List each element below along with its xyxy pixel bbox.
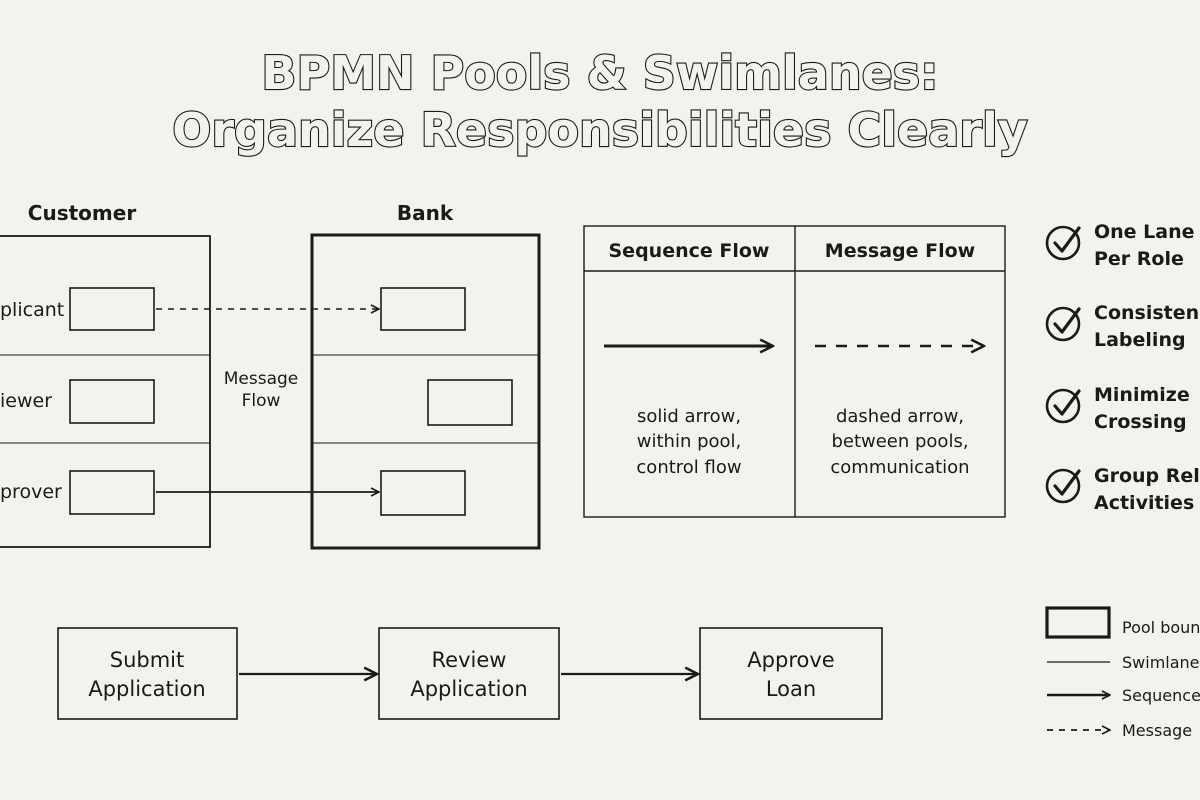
process-step-label: Application — [88, 677, 205, 701]
customer-pool-label: Customer — [28, 201, 137, 225]
tip-item: Minimize Crossing — [1045, 384, 1190, 433]
tips-list: One Lane Per Role Consisten Labeling Min… — [1045, 221, 1200, 514]
tip-line: Crossing — [1094, 411, 1187, 433]
tip-line: Labeling — [1094, 329, 1186, 351]
tip-item: One Lane Per Role — [1045, 221, 1195, 270]
page-title: BPMN Pools & Swimlanes: Organize Respons… — [171, 45, 1029, 158]
message-desc-line-1: dashed arrow, — [836, 406, 964, 427]
message-flow-header: Message Flow — [825, 240, 975, 262]
process-flow: Submit Application Review Application Ap… — [57, 627, 883, 720]
customer-pool: plicant iewer prover — [0, 235, 211, 548]
bank-pool-boundary — [310, 233, 541, 550]
sequence-desc-line-3: control flow — [636, 457, 741, 478]
legend-label: Sequence — [1122, 686, 1200, 705]
bank-pool — [310, 233, 541, 550]
tip-line: Per Role — [1094, 248, 1184, 270]
tip-line: Minimize — [1094, 384, 1190, 406]
process-step-approve — [699, 627, 883, 720]
tip-line: Consisten — [1094, 302, 1199, 324]
bank-task-3 — [380, 470, 466, 516]
customer-task-approver — [69, 470, 155, 515]
check-circle-icon — [1045, 225, 1081, 261]
message-flow-label-line-1: Message — [224, 369, 299, 389]
sequence-desc-line-2: within pool, — [637, 431, 742, 452]
process-step-label: Approve — [747, 648, 834, 672]
tip-line: One Lane — [1094, 221, 1195, 243]
pool-boundary-icon — [1045, 606, 1111, 639]
legend: Pool boun Swimlane Sequence Message — [1045, 606, 1200, 740]
process-step-review — [378, 627, 560, 720]
check-circle-icon — [1045, 468, 1081, 504]
legend-label: Message — [1122, 721, 1192, 740]
lane-label-reviewer: iewer — [0, 390, 52, 412]
customer-task-reviewer — [69, 379, 155, 424]
bank-task-2 — [427, 379, 513, 426]
process-step-label: Application — [410, 677, 527, 701]
title-line-2: Organize Responsibilities Clearly — [172, 103, 1027, 157]
flow-comparison-table: Sequence Flow Message Flow solid arrow, … — [583, 225, 1006, 518]
tip-item: Group Rel Activities — [1045, 465, 1200, 514]
customer-pool-boundary — [0, 235, 211, 548]
lane-label-approver: prover — [0, 481, 62, 503]
message-desc-line-2: between pools, — [831, 431, 968, 452]
message-desc-line-3: communication — [830, 457, 969, 478]
tip-line: Activities — [1094, 492, 1194, 514]
bank-pool-label: Bank — [397, 201, 454, 225]
sequence-flow-header: Sequence Flow — [609, 240, 770, 262]
process-step-label: Submit — [110, 648, 185, 672]
process-step-submit — [57, 627, 238, 720]
tip-item: Consisten Labeling — [1045, 302, 1199, 351]
check-circle-icon — [1045, 388, 1081, 424]
sequence-desc-line-1: solid arrow, — [637, 406, 741, 427]
legend-label: Swimlane — [1122, 653, 1200, 672]
message-flow-label-line-2: Flow — [242, 391, 281, 411]
bank-task-1 — [380, 287, 466, 331]
title-line-1: BPMN Pools & Swimlanes: — [261, 46, 938, 100]
lane-label-applicant: plicant — [0, 299, 64, 321]
process-step-label: Loan — [766, 677, 816, 701]
customer-task-applicant — [69, 287, 155, 331]
tip-line: Group Rel — [1094, 465, 1200, 487]
legend-label: Pool boun — [1122, 618, 1200, 637]
check-circle-icon — [1045, 306, 1081, 342]
process-step-label: Review — [432, 648, 507, 672]
